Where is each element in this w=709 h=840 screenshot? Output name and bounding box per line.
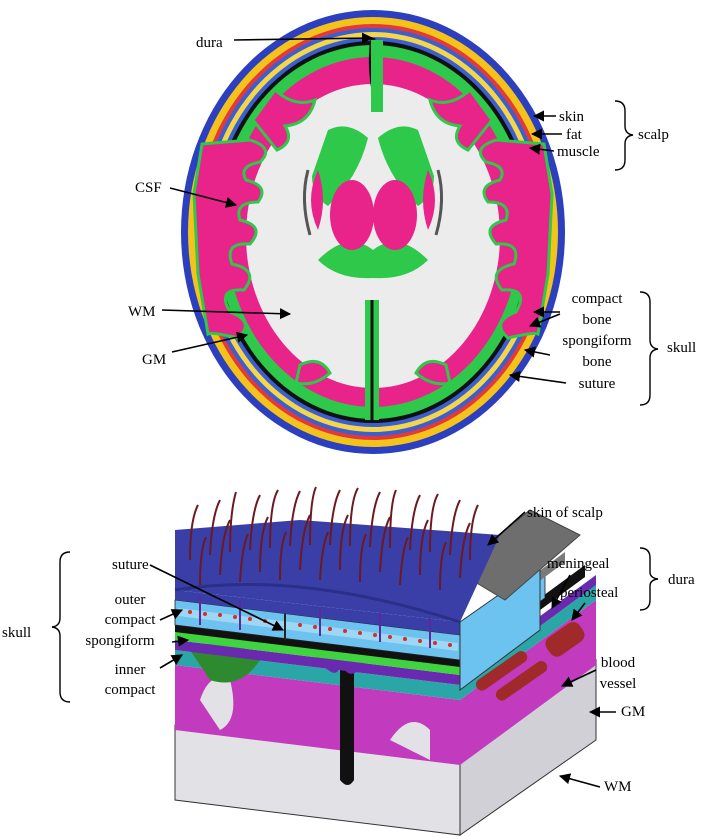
label-skull-bottom: skull: [2, 625, 31, 641]
label-wm-bottom: WM: [604, 779, 632, 795]
arrow-wm-bottom: [558, 773, 601, 788]
scalp-curve: [174, 582, 461, 624]
layered-block: [174, 486, 597, 836]
arrow-dura-top: [233, 32, 374, 44]
top-labels: dura CSF WM GM skin fat muscle scalp com…: [128, 32, 696, 406]
wm-inclusion-left: [200, 677, 234, 730]
label-meningeal: meningeal: [547, 556, 609, 572]
label-spongiform-bottom: spongiform: [85, 633, 154, 649]
label-muscle: muscle: [557, 144, 600, 160]
bracket-scalp: [614, 100, 634, 171]
label-inner-compact-2: compact: [105, 682, 157, 698]
label-skull-top: skull: [667, 340, 696, 356]
arrow-wm-top: [161, 308, 292, 320]
arrow-periosteal: [571, 602, 586, 621]
bracket-dura-bottom: [639, 547, 659, 611]
pia-purple-front: [175, 640, 460, 685]
ventricles: [312, 126, 434, 279]
label-suture-top: suture: [579, 376, 616, 392]
label-scalp: scalp: [638, 127, 669, 143]
white-matter: [246, 84, 500, 388]
arrow-csf: [169, 187, 238, 208]
arrow-compact-2: [528, 313, 561, 328]
bone-spongiform-band: [178, 608, 458, 651]
scalp-top: [175, 520, 500, 622]
arrow-spongiform: [523, 346, 551, 358]
gyri-left: [192, 87, 332, 386]
green-csf-front: [175, 630, 460, 675]
arrow-suture-top: [508, 370, 567, 384]
midline-csf-front: [371, 40, 383, 112]
blood-vessels: [475, 622, 585, 701]
label-blood-vessel-1: blood: [601, 655, 636, 671]
label-inner-compact-1: inner: [115, 662, 146, 678]
label-skin-of-scalp: skin of scalp: [527, 505, 603, 521]
label-outer-compact-1: outer: [115, 592, 146, 608]
arrow-blood-vessel: [560, 669, 597, 687]
label-csf: CSF: [135, 180, 162, 196]
label-outer-compact-2: compact: [105, 612, 157, 628]
label-compact-1: compact: [572, 291, 624, 307]
label-fat: fat: [566, 127, 583, 143]
label-dura-bottom: dura: [668, 572, 695, 588]
label-gm-bottom: GM: [621, 704, 645, 720]
arrow-gm-top: [171, 331, 249, 353]
label-spongiform-1: spongiform: [562, 333, 631, 349]
label-spongiform-2: bone: [582, 354, 612, 370]
label-wm-top: WM: [128, 304, 156, 320]
deep-gray-nuclei: [311, 170, 435, 250]
label-periosteal: periosteal: [560, 585, 618, 601]
insula-lines: [302, 169, 444, 236]
wm-inclusion-right: [390, 722, 430, 760]
bottom-labels: skin of scalp suture outer compact spong…: [2, 505, 695, 795]
hair-strands: [189, 486, 479, 591]
label-skin: skin: [559, 109, 585, 125]
arrow-inner-compact: [159, 654, 183, 669]
arrow-spongiform-bottom: [171, 635, 190, 647]
arrow-suture-bottom: [149, 564, 285, 631]
scalp-blue-front: [175, 590, 460, 635]
label-gm-top: GM: [142, 352, 166, 368]
bracket-skull-bottom: [51, 551, 71, 703]
bracket-skull-top: [639, 291, 659, 406]
label-compact-2: bone: [582, 312, 612, 328]
label-dura-top: dura: [196, 35, 223, 51]
gyri-right: [414, 87, 554, 386]
arrow-outer-compact: [159, 609, 184, 621]
arrow-muscle: [528, 143, 555, 155]
sulcus-black: [340, 660, 354, 785]
label-suture-bottom: suture: [112, 557, 149, 573]
arrow-skin-of-scalp: [487, 511, 526, 546]
arrow-meningeal: [551, 574, 571, 609]
gm-block-front: [175, 665, 460, 765]
front-strands: [199, 596, 431, 648]
axial-head-section: [181, 10, 565, 454]
label-blood-vessel-2: vessel: [600, 676, 637, 692]
